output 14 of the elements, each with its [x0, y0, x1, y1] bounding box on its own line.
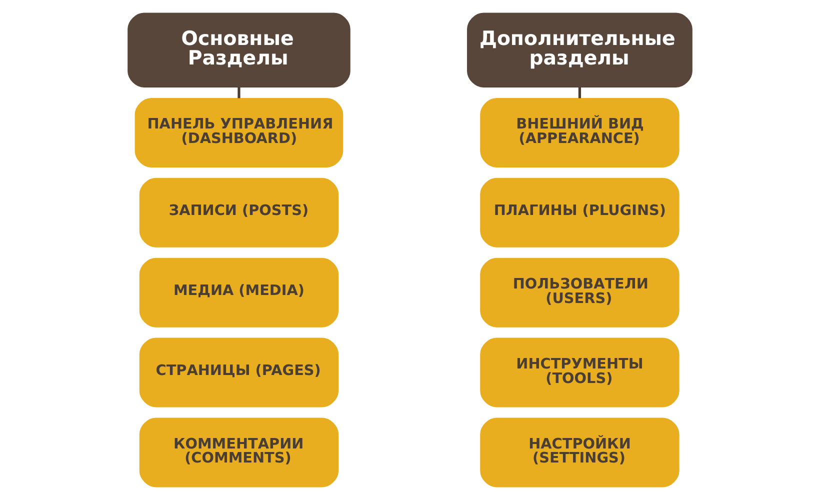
node-box: Основные Разделы	[127, 12, 350, 88]
node-box: Дополнительные разделы	[466, 12, 692, 88]
node-box: ЗАПИСИ (POSTS)	[138, 178, 338, 248]
connector	[237, 87, 240, 98]
connector	[578, 87, 581, 98]
node-box: ПЛАГИНЫ (PLUGINS)	[480, 178, 679, 248]
node-box: СТРАНИЦЫ (PAGES)	[138, 338, 338, 408]
node-box: КОММЕНТАРИИ (COMMENTS)	[138, 418, 338, 488]
node-box: ПОЛЬЗОВАТЕЛИ (USERS)	[480, 258, 679, 328]
node-box: ПАНЕЛЬ УПРАВЛЕНИЯ (DASHBOARD)	[134, 98, 343, 168]
node-box: НАСТРОЙКИ (SETTINGS)	[480, 418, 679, 488]
node-box: ИНСТРУМЕНТЫ (TOOLS)	[480, 338, 679, 408]
node-box: МЕДИА (MEDIA)	[138, 258, 338, 328]
node-box: ВНЕШНИЙ ВИД (APPEARANCE)	[480, 98, 679, 168]
